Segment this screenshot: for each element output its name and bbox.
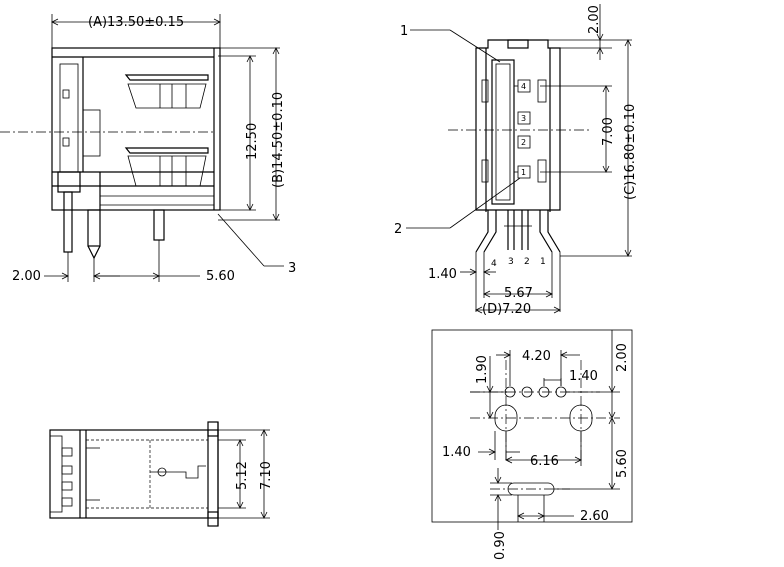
dim-1-40-left: 1.40 [442,445,471,460]
dim-pin-span: 5.67 [504,286,533,301]
callout-1: 1 [400,24,408,39]
callout-3: 3 [288,261,296,276]
dim-outer: 7.10 [259,461,274,490]
dim-5-60: 5.60 [615,449,630,478]
pcb-layout: 1.90 4.20 1.40 2.00 1.40 6.16 5.60 [431,329,633,560]
box-label-1: 1 [521,168,526,177]
dim-4-20: 4.20 [522,349,551,364]
dim-height-inner: 12.50 [245,123,260,160]
dim-top: 2.00 [587,5,602,34]
box-label-4: 4 [521,82,526,91]
dim-0-90: 0.90 [493,531,508,560]
dim-mid: 7.00 [601,117,616,146]
dim-2-60: 2.60 [580,509,609,524]
callout-2: 2 [394,222,402,237]
box-label-2: 2 [521,138,526,147]
dim-pin-offset: 1.40 [428,267,457,282]
dim-2-00: 2.00 [615,343,630,372]
dim-6-16: 6.16 [530,454,559,469]
dim-inner: 5.12 [235,461,250,490]
front-view: (A)13.50±0.15 3 [0,14,296,284]
pin-number-1: 1 [540,257,546,267]
pin-number-4: 4 [491,259,497,269]
top-view: 5.12 7.10 [49,421,274,527]
dim-width-d: (D)7.20 [482,302,531,317]
dim-width-a: (A)13.50±0.15 [88,15,184,30]
dim-left-offset: 2.00 [12,269,41,284]
dim-1-90: 1.90 [475,355,490,384]
dim-1-40-top: 1.40 [569,369,598,384]
side-view: 4 3 2 1 4 3 2 1 1 2 [394,4,638,317]
dim-pin-pitch: 5.60 [206,269,235,284]
dim-total: (C)16.80±0.10 [623,104,638,200]
dim-height-total: (B)14.50±0.10 [271,92,286,188]
box-label-3: 3 [521,114,526,123]
pin-number-3: 3 [508,257,514,267]
pin-number-2: 2 [524,257,530,267]
